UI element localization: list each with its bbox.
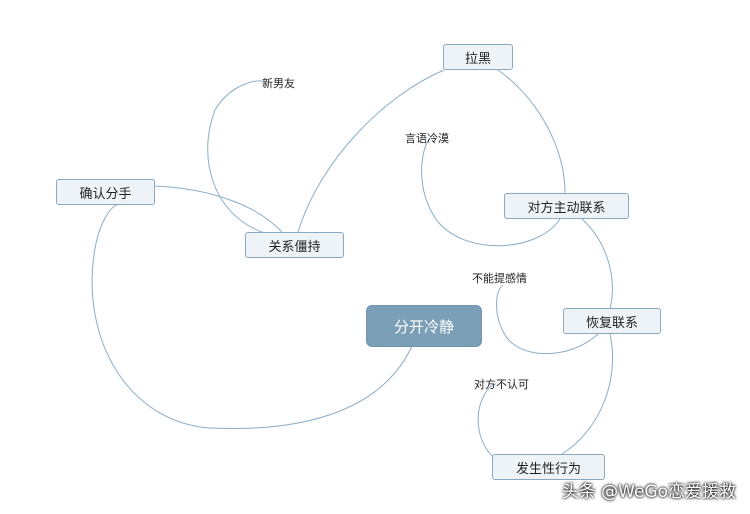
node-relationship-stalemate[interactable]: 关系僵持: [245, 232, 344, 258]
edge-new-boyfriend-loop: [207, 80, 263, 233]
edge-other-denies-loop: [477, 383, 497, 459]
edge-root-to-confirm-breakup: [91, 203, 413, 429]
watermark: 头条 @WeGo恋爱援救: [561, 482, 736, 502]
edge-cold-words-loop: [421, 137, 561, 247]
node-restore-contact[interactable]: 恢复联系: [563, 308, 661, 334]
edge-cannot-mention-feelings-loop: [496, 284, 599, 355]
root-node-calm-separation[interactable]: 分开冷静: [366, 305, 482, 347]
node-other-initiates-contact[interactable]: 对方主动联系: [504, 193, 629, 219]
edge-label-cold-words: 言语冷漠: [405, 132, 449, 145]
edge-stalemate-to-block: [297, 69, 445, 233]
node-block[interactable]: 拉黑: [443, 44, 513, 70]
edge-label-other-denies: 对方不认可: [474, 378, 529, 391]
edge-label-new-boyfriend: 新男友: [262, 77, 295, 90]
edge-label-cannot-mention-feelings: 不能提感情: [472, 272, 527, 285]
node-sexual-behavior[interactable]: 发生性行为: [492, 454, 605, 480]
edge-other-initiates-to-restore: [581, 218, 613, 310]
edge-confirm-breakup-to-stalemate: [153, 185, 283, 233]
node-confirm-breakup[interactable]: 确认分手: [56, 179, 155, 205]
edge-block-to-other-initiates: [497, 69, 566, 194]
edge-restore-to-sexual-behavior: [561, 333, 614, 455]
